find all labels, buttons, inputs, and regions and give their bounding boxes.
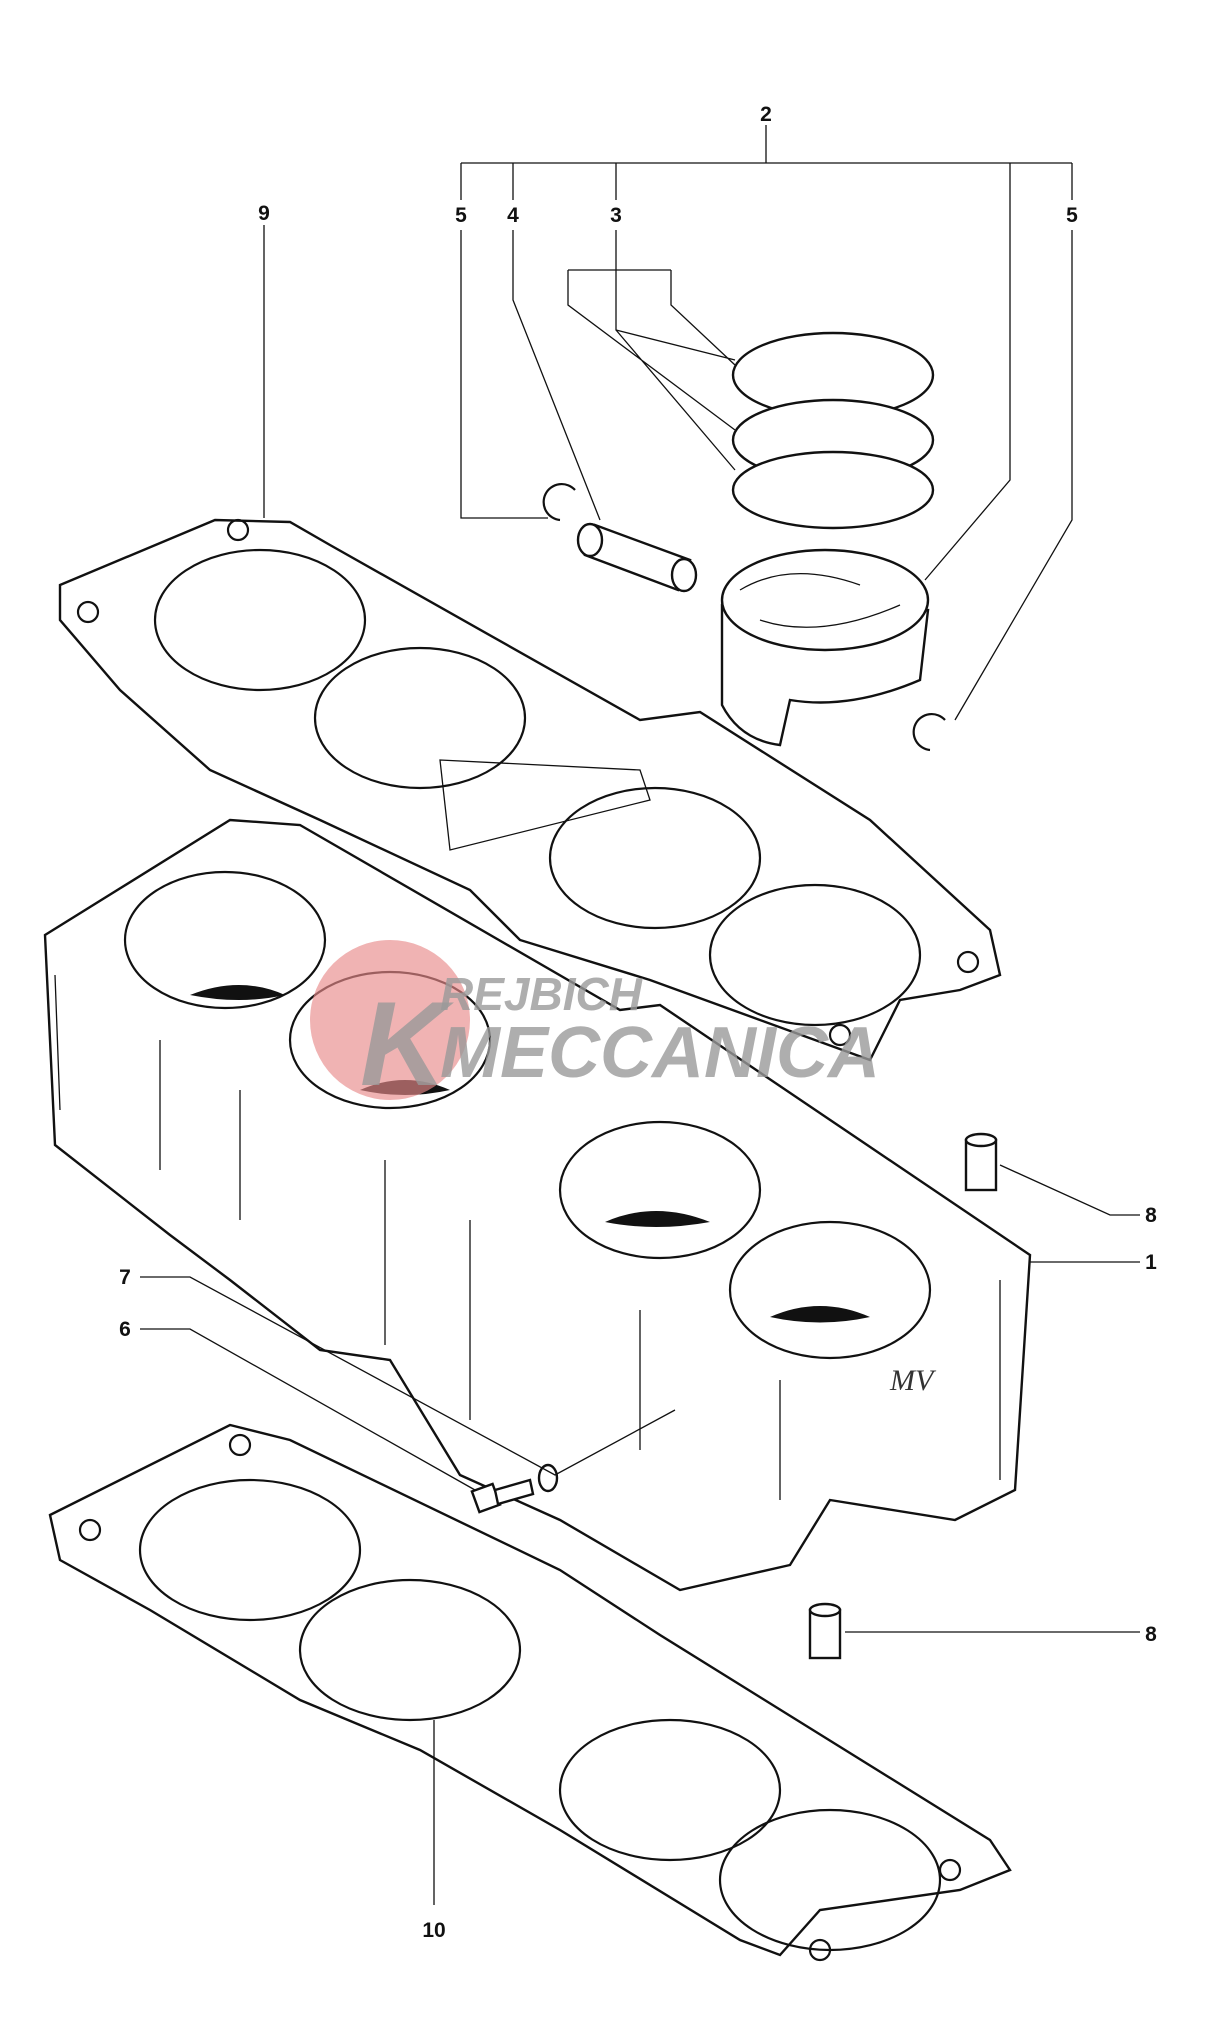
piston-rings-3: [731, 331, 935, 530]
circlip-5-right: [912, 713, 946, 752]
piston-2: [720, 548, 930, 747]
watermark-circle: [310, 940, 470, 1100]
callout-10: 10: [422, 1919, 445, 1942]
dowel-8-bottom: [808, 1602, 842, 1660]
base-gasket-10: [48, 1423, 1012, 1962]
callout-8-top: 8: [1145, 1204, 1157, 1227]
leader-lines: [140, 125, 1140, 1905]
callout-4: 4: [507, 204, 519, 227]
callout-3: 3: [610, 204, 622, 227]
cylinder-block-1: MV: [43, 818, 1032, 1592]
callout-5-right: 5: [1066, 204, 1078, 227]
watermark-line2: MECCANICA: [440, 1013, 880, 1093]
callout-7: 7: [119, 1266, 131, 1289]
washer-7: [537, 1463, 559, 1493]
watermark-line1: REJBICH: [440, 968, 643, 1020]
piston-pin-4: [576, 522, 698, 593]
callout-1: 1: [1145, 1251, 1157, 1274]
bolt-6: [470, 1478, 535, 1514]
watermark-logo: K REJBICH MECCANICA: [310, 940, 880, 1111]
mv-logo: MV: [889, 1364, 937, 1397]
callout-8-bottom: 8: [1145, 1623, 1157, 1646]
dowel-8-top: [964, 1132, 998, 1192]
callout-5-left: 5: [455, 204, 467, 227]
watermark-k: K: [360, 977, 454, 1111]
callout-2: 2: [760, 103, 772, 126]
callout-6: 6: [119, 1318, 131, 1341]
circlip-5-left: [542, 483, 576, 522]
callout-9: 9: [258, 202, 270, 225]
head-gasket-9: [58, 518, 1002, 1062]
